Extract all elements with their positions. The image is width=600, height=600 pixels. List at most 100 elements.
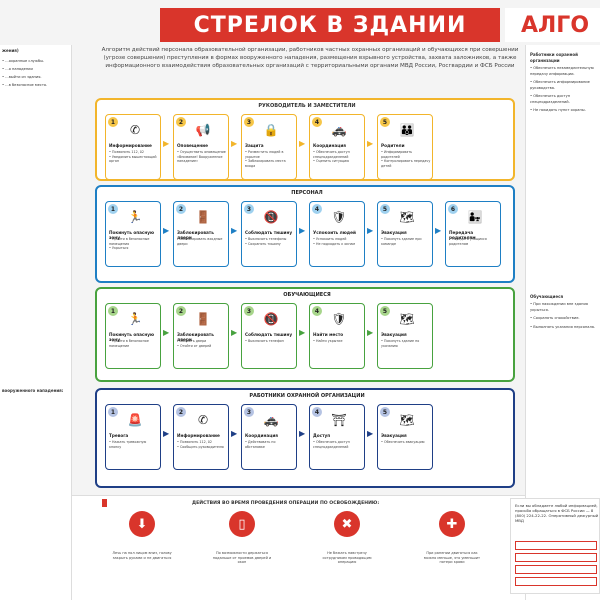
guards-section: РАБОТНИКИ ОХРАННОЙ ОРГАНИЗАЦИИ 1 🚨 Тревога… [95, 388, 515, 488]
step-description: • Позвонить 112, 02 • Уведомить вышестоя… [109, 150, 157, 164]
right-item: • Выполнять указания персонала. [530, 324, 596, 329]
step-card: 4⛩Доступ• Обеспечить доступ спецподразде… [309, 404, 365, 470]
step-number: 1 [108, 117, 118, 127]
staff-section: ПЕРСОНАЛ 1🏃Покинуть опасную зону• Пройти… [95, 185, 515, 283]
arrow-icon: ▶ [299, 328, 306, 337]
step-label: Защита [245, 143, 264, 148]
step-label: Найти место [313, 332, 344, 337]
arrow-icon: ▶ [163, 429, 170, 438]
step-label: Заблокировать двери [177, 332, 214, 342]
step-label: Покинуть опасную зону [109, 230, 155, 240]
step-card: 5🗺Эвакуация• Покинуть здание при команде [377, 201, 433, 267]
running-person-icon: 🏃 [127, 210, 143, 224]
left-item: • ...о нападении [2, 67, 33, 71]
step-description: • Успокоить людей • Не подходить к окнам [313, 237, 356, 246]
arrow-icon: ▶ [163, 226, 170, 235]
step-description: • Осуществить оповещение «Внимание! Воор… [177, 150, 226, 164]
step-card: 2📢Оповещение• Осуществить оповещение «Вн… [173, 114, 229, 180]
rule-item: ⬇ Лечь на пол лицом вниз, голову закрыть… [112, 511, 172, 560]
injury-icon: ✚ [439, 511, 465, 537]
step-card: 1🏃Покинуть опасную зону• Пройти в безопа… [105, 201, 161, 267]
step-label: Родители [381, 143, 405, 148]
step-description: • Выключить телефоны • Сохранять тишину [245, 237, 287, 246]
step-card: 3🚓Координация• Действовать по обстановке [241, 404, 297, 470]
rule-item: ✚ При ранении двигаться как можно меньше… [422, 511, 482, 565]
step-number: 5 [380, 407, 390, 417]
step-description: • Разместить людей в укрытие • Заблокиро… [245, 150, 286, 168]
left-heading: жения) [2, 48, 19, 53]
phone-slot [515, 541, 597, 550]
step-number: 1 [108, 407, 118, 417]
police-car-icon: 🚓 [331, 123, 347, 137]
right-item: • Сохранять спокойствие. [530, 316, 580, 320]
arrow-icon: ▶ [163, 139, 170, 148]
no-running-icon: ✖ [334, 511, 360, 537]
step-label: Соблюдать тишину [245, 332, 293, 337]
shield-icon: 🛡 [331, 210, 347, 224]
step-number: 1 [108, 204, 118, 214]
left-item: • ...охранные службы. [2, 59, 45, 63]
step-label: Координация [245, 433, 278, 438]
left-bottom-heading: вооруженного нападения: [2, 388, 64, 393]
step-description: • Пройти в безопасное помещение [109, 339, 149, 348]
step-label: Эвакуация [381, 433, 407, 438]
step-label: Заблокировать двери [177, 230, 214, 240]
step-card: 1🏃Покинуть опасную зону• Пройти в безопа… [105, 303, 161, 369]
phone-slot [515, 553, 597, 562]
door-icon: 🚪 [195, 210, 211, 224]
step-card: 1✆Информирование• Позвонить 112, 02 • Ув… [105, 114, 161, 180]
police-car-icon: 🚓 [263, 413, 279, 427]
arrow-icon: ▶ [367, 226, 374, 235]
arrow-icon: ▶ [299, 226, 306, 235]
step-description: • Обеспечить доступ спецподразделений • … [313, 150, 350, 164]
right-heading-2: Обучающиеся [530, 293, 564, 299]
parents-icon: 👪 [399, 123, 415, 137]
step-label: Эвакуация [381, 230, 407, 235]
step-number: 5 [380, 204, 390, 214]
alarm-light-icon: 🚨 [127, 413, 143, 427]
step-label: Координация [313, 143, 346, 148]
right-item: • Обеспечить незамедлительную передачу и… [530, 66, 594, 76]
step-description: • Покинуть здание по указанию [381, 339, 420, 348]
step-number: 3 [244, 117, 254, 127]
left-column: жения) • ...охранные службы. • ...о напа… [0, 45, 72, 600]
door-icon: 🚪 [195, 312, 211, 326]
step-number: 1 [108, 306, 118, 316]
step-card: 1🚨Тревога• Нажать тревожную кнопку [105, 404, 161, 470]
step-description: • Закрыть двери • Отойти от дверей [177, 339, 212, 348]
bottom-section: ДЕЙСТВИЯ ВО ВРЕМЯ ПРОВЕДЕНИЯ ОПЕРАЦИИ ПО… [72, 495, 525, 600]
right-item: • Обеспечить доступ спецподразделений. [530, 94, 571, 104]
bottom-header: ДЕЙСТВИЯ ВО ВРЕМЯ ПРОВЕДЕНИЯ ОПЕРАЦИИ ПО… [192, 501, 380, 506]
step-number: 2 [176, 204, 186, 214]
step-description: • Обеспечить эвакуацию [381, 440, 425, 444]
step-card: 3🔒Защита• Разместить людей в укрытие • З… [241, 114, 297, 180]
arrow-icon: ▶ [231, 139, 238, 148]
shield-icon: 🛡 [331, 312, 347, 326]
step-card: 2🚪Заблокировать двери• Заблокировать вхо… [173, 201, 229, 267]
arrow-icon: ▶ [163, 328, 170, 337]
step-label: Информирование [109, 143, 152, 148]
step-label: Передача родителям [449, 230, 476, 240]
intro-text: Алгоритм действий персонала образователь… [101, 47, 519, 69]
rule-text: По возможности держаться подальше от про… [212, 551, 272, 565]
step-number: 6 [448, 204, 458, 214]
step-description: • Информировать родителей • Контролирова… [381, 150, 431, 168]
step-card: 3📵Соблюдать тишину• Выключить телефон [241, 303, 297, 369]
away-from-windows-icon: ▯ [229, 511, 255, 537]
step-label: Тревога [109, 433, 129, 438]
step-card: 5👪Родители• Информировать родителей • Ко… [377, 114, 433, 180]
phone-slot [515, 565, 597, 574]
bottom-accent-bar [102, 499, 107, 507]
step-label: Успокоить людей [313, 230, 356, 235]
phone-slot [515, 577, 597, 586]
arrow-icon: ▶ [367, 139, 374, 148]
rule-item: ▯ По возможности держаться подальше от п… [212, 511, 272, 565]
right-item: • При нахождении вне здания укрыться. [530, 302, 588, 312]
title-banner: СТРЕЛОК В ЗДАНИИ [160, 8, 500, 42]
step-description: • Обеспечить доступ спецподразделений [313, 440, 350, 449]
page-title: СТРЕЛОК В ЗДАНИИ [193, 12, 467, 38]
section-header: РАБОТНИКИ ОХРАННОЙ ОРГАНИЗАЦИИ [249, 393, 365, 399]
step-number: 4 [312, 306, 322, 316]
arrow-icon: ▶ [367, 429, 374, 438]
section-header: ОБУЧАЮЩИЕСЯ [283, 292, 331, 298]
